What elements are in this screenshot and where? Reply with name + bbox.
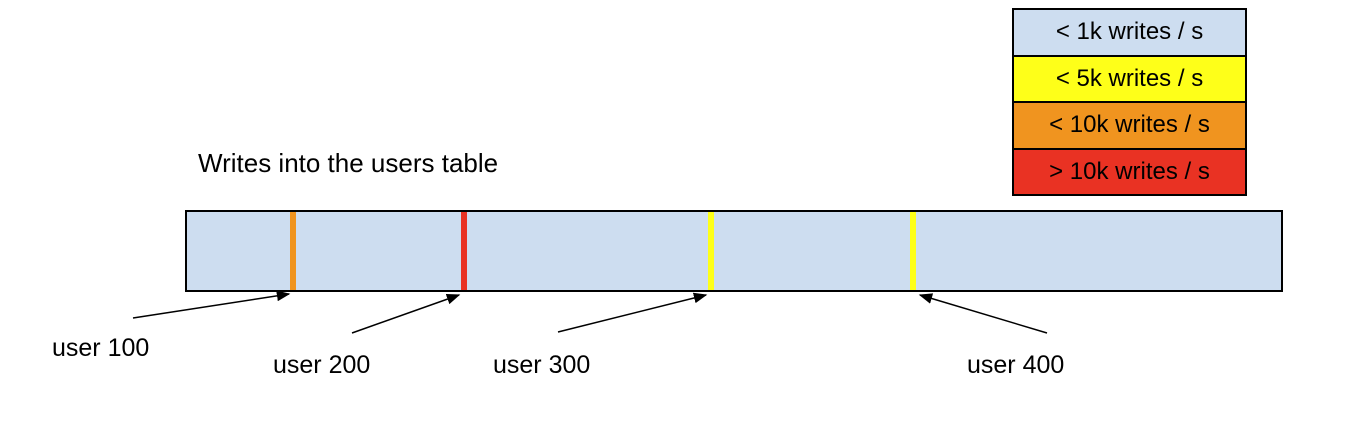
user-400-label: user 400 bbox=[967, 351, 1065, 379]
legend-item-lt-5k: < 5k writes / s bbox=[1014, 56, 1245, 103]
hotspot-stripe-user-100 bbox=[290, 212, 296, 290]
arrow-user-400 bbox=[918, 293, 1048, 334]
hotspot-stripe-user-200 bbox=[461, 212, 467, 290]
diagram-title: Writes into the users table bbox=[198, 148, 499, 178]
hotspot-stripe-user-400 bbox=[910, 212, 916, 290]
legend-item-lt-10k: < 10k writes / s bbox=[1014, 103, 1245, 150]
arrow-user-300 bbox=[557, 292, 708, 333]
users-table-bar bbox=[185, 210, 1283, 292]
legend-item-gt-10k: > 10k writes / s bbox=[1014, 149, 1245, 194]
legend-item-lt-1k: < 1k writes / s bbox=[1014, 10, 1245, 57]
user-100-label: user 100 bbox=[52, 334, 150, 362]
legend: < 1k writes / s < 5k writes / s < 10k wr… bbox=[1012, 8, 1247, 196]
user-300-label: user 300 bbox=[493, 351, 591, 379]
arrow-user-100 bbox=[132, 290, 291, 319]
user-200-label: user 200 bbox=[273, 351, 371, 379]
arrow-user-200 bbox=[351, 293, 461, 334]
hotspot-stripe-user-300 bbox=[708, 212, 714, 290]
